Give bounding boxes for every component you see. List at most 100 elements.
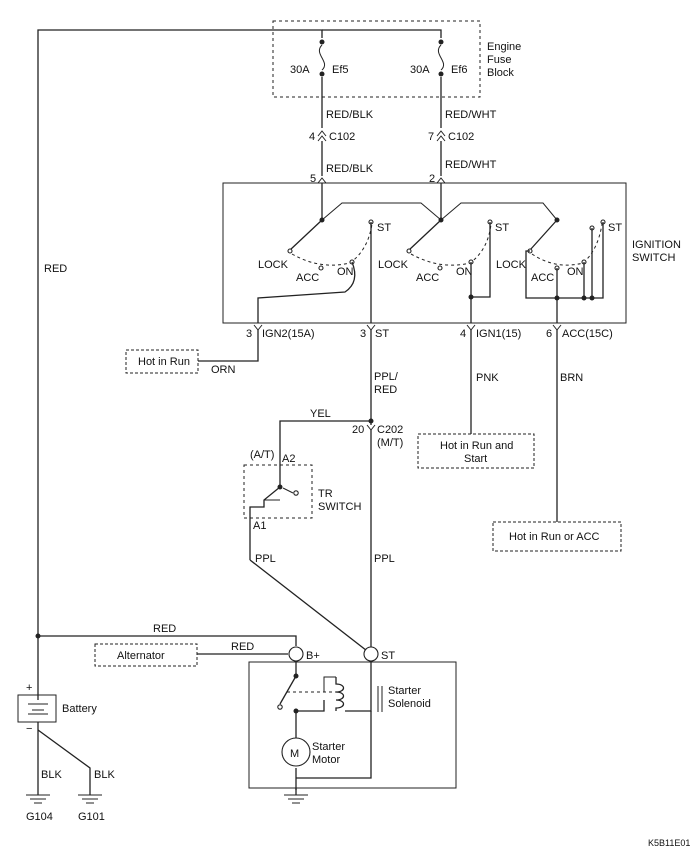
- motor-label-1: Starter: [312, 741, 345, 753]
- c102-left-connector: [317, 130, 327, 142]
- st-connector: [366, 324, 376, 331]
- red-bplus-wire: [38, 635, 297, 646]
- bplus-terminal: [288, 646, 304, 662]
- section2-lock-label: LOCK: [378, 259, 409, 271]
- alternator-text: Alternator: [117, 650, 165, 662]
- section3-acc-label: ACC: [531, 272, 554, 284]
- solenoid-label-1: Starter: [388, 685, 421, 697]
- red-main-label: RED: [44, 263, 67, 275]
- battery-plates: [28, 703, 48, 715]
- fuse-ef5: [318, 39, 326, 77]
- tr-a2-label: A2: [282, 453, 295, 465]
- section3-lock-label: LOCK: [496, 259, 527, 271]
- c102-right-name: C102: [448, 131, 474, 143]
- fuse-block-label-2: Fuse: [487, 54, 511, 66]
- red-alternator-label: RED: [231, 641, 254, 653]
- ppl-a1-wire: [249, 559, 372, 655]
- tr-switch-contacts: [249, 484, 299, 560]
- c202-connector: [366, 424, 376, 431]
- switch-pin-2-connector: [436, 177, 446, 184]
- section2-on-label: ON: [456, 266, 473, 278]
- battery-plus: +: [26, 682, 32, 694]
- motor-symbol-letter: M: [290, 748, 299, 760]
- g104-label: G104: [26, 811, 53, 823]
- blk-g104-label: BLK: [41, 769, 62, 781]
- bplus-label: B+: [306, 650, 320, 662]
- switch-pin-2: 2: [429, 173, 435, 185]
- switch-section-2: [406, 217, 493, 271]
- red-blk-label-upper: RED/BLK: [326, 109, 374, 121]
- starter-internal-wiring: [277, 661, 372, 790]
- ppl-red-label-1: PPL/: [374, 371, 399, 383]
- hot-in-run-text: Hot in Run: [138, 356, 190, 368]
- yel-label: YEL: [310, 408, 331, 420]
- red-wht-label-lower: RED/WHT: [445, 159, 497, 171]
- ign1-junction-dot: [468, 294, 474, 300]
- orn-wire: [198, 330, 259, 362]
- red-bplus-junction-dot: [35, 633, 41, 639]
- orn-label: ORN: [211, 364, 236, 376]
- fuse-ef6: [437, 39, 445, 77]
- solenoid-label-2: Solenoid: [388, 698, 431, 710]
- acc-name: ACC(15C): [562, 328, 613, 340]
- fuse-ef6-name: Ef6: [451, 64, 468, 76]
- c102-left-name: C102: [329, 131, 355, 143]
- tr-switch-label-2: SWITCH: [318, 501, 361, 513]
- starter-motor-symbol: [281, 737, 311, 767]
- battery-label: Battery: [62, 703, 97, 715]
- c102-right-connector: [436, 130, 446, 142]
- ignition-switch-label-2: SWITCH: [632, 252, 675, 264]
- st-terminal-label: ST: [381, 650, 395, 662]
- engine-fuse-block: [272, 20, 481, 98]
- ignition-switch-box: [222, 182, 627, 324]
- c202-pin: 20: [352, 424, 364, 436]
- ign2-connector: [253, 324, 263, 331]
- pnk-label: PNK: [476, 372, 499, 384]
- hot-in-run-and-start-box: [417, 433, 535, 469]
- ppl-a1-label: PPL: [255, 553, 276, 565]
- tr-at-label: (A/T): [250, 449, 274, 461]
- hot-run-start-text-1: Hot in Run and: [440, 440, 513, 452]
- st-pin: 3: [360, 328, 366, 340]
- starter-ground-icon: [284, 788, 308, 804]
- acc-pin: 6: [546, 328, 552, 340]
- switch-pin-5-connector: [317, 177, 327, 184]
- brn-label: BRN: [560, 372, 583, 384]
- section3-on-label: ON: [567, 266, 584, 278]
- hot-run-start-text-2: Start: [464, 453, 487, 465]
- diagram-code: K5B11E01: [648, 838, 690, 848]
- c102-left-pin: 4: [309, 131, 315, 143]
- yel-junction-dot: [368, 418, 374, 424]
- red-battery-feed-wire: [37, 29, 323, 700]
- fuse-ef5-name: Ef5: [332, 64, 349, 76]
- st-name: ST: [375, 328, 389, 340]
- blk-g101-wire: [37, 729, 91, 795]
- ignition-switch-label-1: IGNITION: [632, 239, 681, 251]
- fuse-bus-wire: [322, 29, 442, 38]
- section3-st-label: ST: [608, 222, 622, 234]
- fuse-ef6-rating: 30A: [410, 64, 430, 76]
- ppl-st-label: PPL: [374, 553, 395, 565]
- fuse-block-label-3: Block: [487, 67, 514, 79]
- ign1-name: IGN1(15): [476, 328, 521, 340]
- section1-lock-label: LOCK: [258, 259, 289, 271]
- section1-on-label: ON: [337, 266, 354, 278]
- hot-in-run-or-acc-box: [492, 521, 622, 552]
- c202-name: C202: [377, 424, 403, 436]
- acc-junction-dot-1: [554, 295, 560, 301]
- g101-ground-icon: [78, 794, 102, 804]
- ign2-pin: 3: [246, 328, 252, 340]
- switch-section-1: [287, 217, 374, 271]
- switch-mechanical-link: [321, 202, 558, 221]
- motor-label-2: Motor: [312, 754, 340, 766]
- solenoid-coil: [323, 676, 383, 712]
- tr-a1-label: A1: [253, 520, 266, 532]
- battery-minus: −: [26, 723, 32, 735]
- red-wht-label-upper: RED/WHT: [445, 109, 497, 121]
- ign1-pin: 4: [460, 328, 466, 340]
- acc-junction-dot-2: [581, 295, 587, 301]
- st-terminal: [363, 646, 379, 662]
- starter-box: [248, 661, 457, 789]
